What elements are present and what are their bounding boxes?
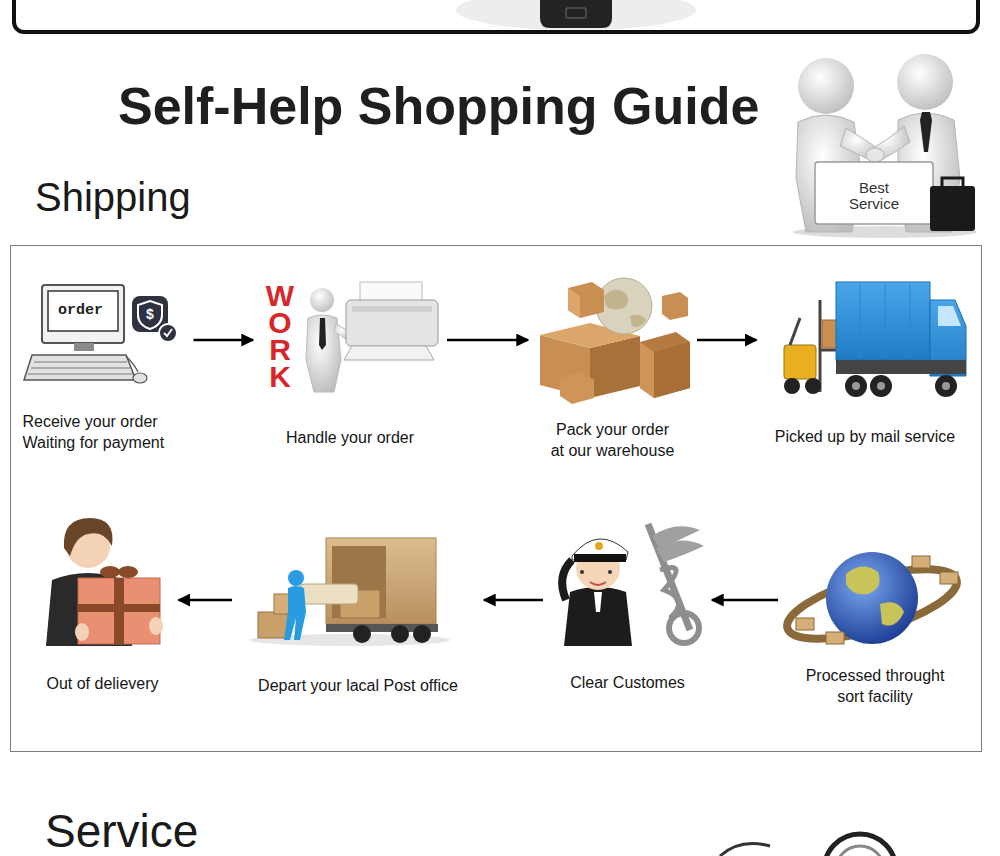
step-caption: Processed throught sort facility <box>798 665 953 707</box>
service-illustration-edge <box>720 834 896 856</box>
dollar-sign: $ <box>144 306 156 322</box>
flow-arrow <box>447 339 528 342</box>
page-title: Self-Help Shopping Guide <box>118 76 759 136</box>
step-caption: Depart your lacal Post office <box>238 675 478 696</box>
card-text: Best Service <box>836 180 912 212</box>
step-node: Out of delievery <box>29 512 177 702</box>
gift-person-icon <box>46 518 163 646</box>
worker-printer-icon <box>306 282 438 392</box>
packed-boxes-icon <box>540 278 690 404</box>
step-caption: Receive your order Waiting for payment <box>23 411 188 453</box>
flow-arrow <box>712 599 778 602</box>
step-caption: Picked up by mail service <box>763 426 968 447</box>
sort-globe-icon <box>780 552 964 653</box>
screen-text: order <box>58 302 103 320</box>
top-frame <box>14 0 978 32</box>
step-node: Receive your order Waiting for payment <box>19 278 192 460</box>
step-node: Processed throught sort facility <box>780 545 970 715</box>
section-heading: Shipping <box>35 174 191 220</box>
step-node: Clear Customes <box>545 512 710 702</box>
step-caption: Handle your order <box>260 427 440 448</box>
flow-arrow <box>697 339 757 342</box>
computer-icon <box>24 285 177 383</box>
step-node: Pack your order at our warehouse <box>530 278 695 468</box>
forklift-truck-icon <box>784 282 966 397</box>
delivery-truck-icon <box>250 538 450 646</box>
step-caption: Pack your order at our warehouse <box>549 419 676 461</box>
step-node: Picked up by mail service <box>759 278 972 453</box>
flow-arrow <box>179 599 233 602</box>
work-letters: WORK <box>265 282 295 390</box>
flow-arrow <box>484 599 543 602</box>
step-node: Depart your lacal Post office <box>234 512 482 702</box>
customs-officer-icon <box>562 524 704 646</box>
shipping-panel: ShippingReceive your order Waiting for p… <box>10 172 982 752</box>
flow-arrow <box>194 339 254 342</box>
step-caption: Out of delievery <box>33 673 173 694</box>
handshake-figures <box>793 54 977 238</box>
section-heading: Service <box>45 806 198 856</box>
step-caption: Clear Customes <box>553 672 703 693</box>
